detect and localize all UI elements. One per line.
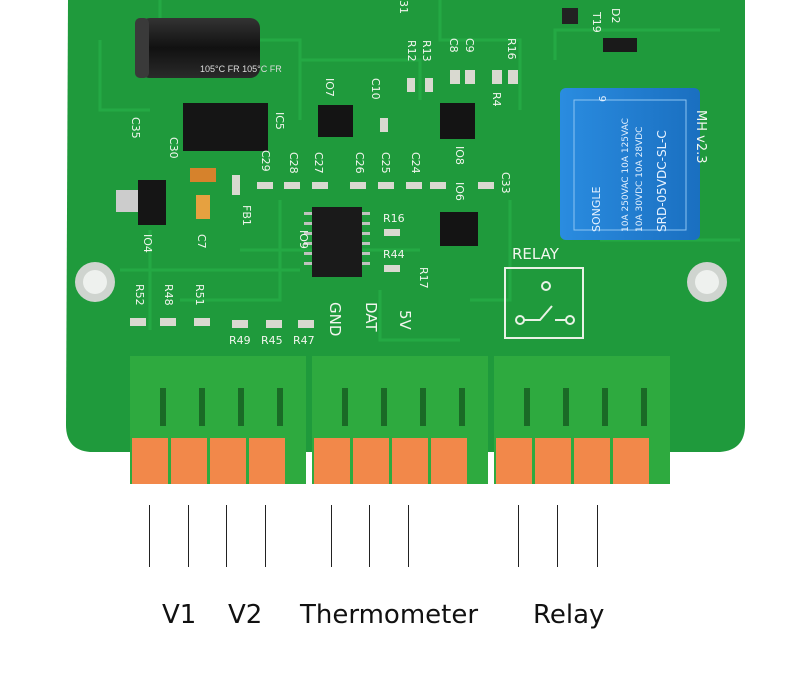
diode-d2 [603, 38, 637, 52]
terminal-slot [238, 388, 244, 426]
label-c9: C9 [463, 38, 476, 53]
label-ic5: IC5 [273, 112, 286, 130]
regulator-io4 [138, 180, 166, 225]
label-c26: C26 [353, 152, 366, 174]
label-c33: C33 [499, 172, 512, 194]
label-c27: C27 [312, 152, 325, 174]
board-version: MH v2.3 [693, 110, 708, 164]
ic-io6 [440, 212, 478, 246]
lead-line [557, 505, 558, 567]
label-r48: R48 [162, 284, 175, 306]
label-r16: R16 [383, 212, 405, 225]
terminal-lever [613, 438, 649, 484]
lead-line [226, 505, 227, 567]
terminal-lever [249, 438, 285, 484]
label-c25: C25 [379, 152, 392, 174]
label-r51: R51 [193, 284, 206, 306]
label-c29: C29 [259, 150, 272, 172]
label-c24: C24 [409, 152, 422, 174]
terminal-slot [420, 388, 426, 426]
ic-io7 [318, 105, 353, 137]
label-c28: C28 [287, 152, 300, 174]
label-r52: R52 [133, 284, 146, 306]
terminal-lever [314, 438, 350, 484]
terminal-slot [641, 388, 647, 426]
electrolytic-text: 105°C FR 105°C FR [200, 64, 282, 74]
terminal-lever [431, 438, 467, 484]
mounting-hole-left [75, 262, 115, 302]
ic-io9 [312, 207, 362, 277]
terminal-lever [535, 438, 571, 484]
lead-line [149, 505, 150, 567]
pin-label-gnd: GND [326, 302, 344, 336]
label-r4: R4 [490, 92, 503, 107]
terminal-slot [160, 388, 166, 426]
pin-label-5v: 5V [396, 310, 414, 331]
label-r16-top: R16 [505, 38, 518, 60]
label-c10: C10 [369, 78, 382, 100]
terminal-slot [459, 388, 465, 426]
relay-model: SRD-05VDC-SL-C [655, 130, 669, 232]
terminal-lever [353, 438, 389, 484]
label-t19: T19 [590, 11, 603, 33]
terminal-slot [277, 388, 283, 426]
label-r12: R12 [405, 40, 418, 62]
lead-line [369, 505, 370, 567]
label-d2: D2 [609, 8, 622, 23]
terminal-lever [392, 438, 428, 484]
lead-line [188, 505, 189, 567]
label-r47: R47 [293, 334, 315, 347]
caption-v2: V2 [228, 600, 263, 630]
lead-line [265, 505, 266, 567]
label-io4: IO4 [141, 234, 154, 253]
terminal-slot [342, 388, 348, 426]
ic5-chip [183, 103, 268, 151]
electrolytic-capacitor: 105°C FR 105°C FR [135, 18, 282, 78]
terminal-slot [602, 388, 608, 426]
label-fb1: FB1 [240, 205, 253, 226]
label-r44: R44 [383, 248, 405, 261]
lead-line [408, 505, 409, 567]
label-c7: C7 [195, 234, 208, 249]
label-r49: R49 [229, 334, 251, 347]
label-c30: C30 [167, 137, 180, 159]
label-r17: R17 [417, 267, 430, 289]
terminal-lever [171, 438, 207, 484]
terminal-lever [132, 438, 168, 484]
label-r13: R13 [420, 40, 433, 62]
terminal-slot [199, 388, 205, 426]
relay-brand: SONGLE [590, 186, 603, 232]
caption-relay: Relay [533, 600, 605, 630]
label-io6: IO6 [453, 182, 466, 201]
ic-io8 [440, 103, 475, 139]
relay-rating-1: 10A 250VAC 10A 125VAC [621, 118, 631, 232]
relay-area-label: RELAY [512, 245, 560, 263]
mounting-hole-right [687, 262, 727, 302]
terminal-slot [563, 388, 569, 426]
relay-pin-number: 6 [598, 96, 609, 102]
terminal-lever [496, 438, 532, 484]
label-io9: IO9 [297, 230, 310, 249]
terminal-blocks [130, 356, 670, 484]
terminal-lever [574, 438, 610, 484]
terminal-lever [210, 438, 246, 484]
pin-label-dat: DAT [362, 302, 380, 332]
lead-line [597, 505, 598, 567]
caption-v1: V1 [162, 600, 197, 630]
lead-line [331, 505, 332, 567]
label-io7: IO7 [323, 78, 336, 97]
label-c35: C35 [129, 117, 142, 139]
lead-line [518, 505, 519, 567]
label-io8: IO8 [453, 146, 466, 165]
label-31: 31 [397, 0, 410, 14]
label-r45: R45 [261, 334, 283, 347]
terminal-slot [381, 388, 387, 426]
label-c8: C8 [447, 38, 460, 53]
relay-module: SONGLE 10A 250VAC 10A 125VAC 10A 30VDC 1… [560, 88, 700, 240]
caption-thermometer: Thermometer [300, 600, 479, 630]
relay-rating-2: 10A 30VDC 10A 28VDC [635, 127, 645, 232]
terminal-slot [524, 388, 530, 426]
